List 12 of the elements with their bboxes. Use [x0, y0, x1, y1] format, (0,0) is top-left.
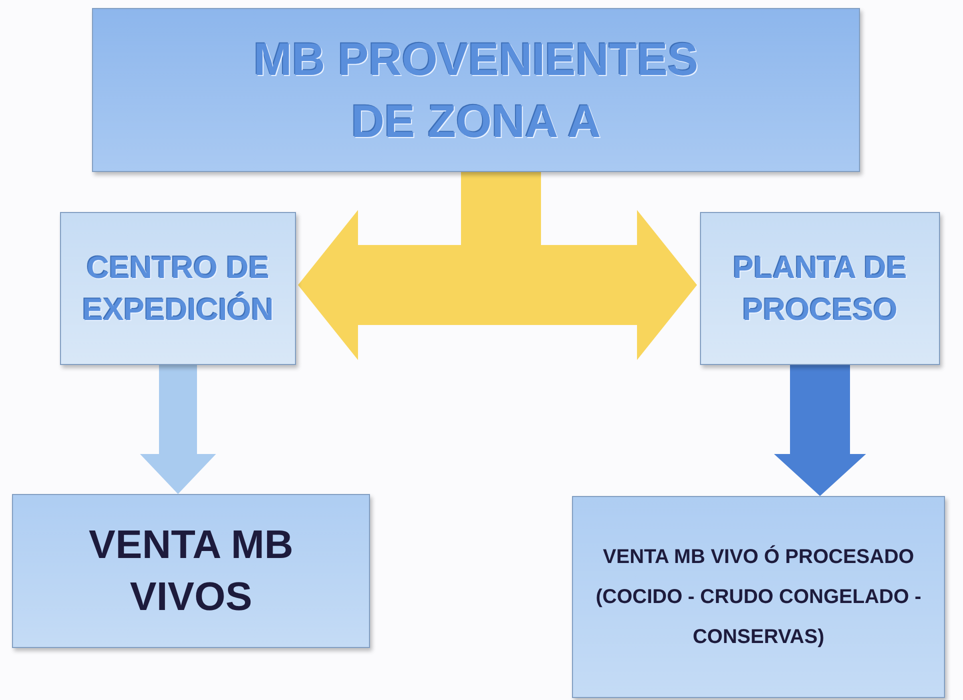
- box-label: VENTA MB VIVOS: [88, 522, 294, 621]
- block-arrow: [140, 365, 216, 494]
- box-label: VENTA MB VIVO Ó PROCESADO (COCIDO - CRUDO CONGELADO - CONSERVAS): [594, 544, 922, 650]
- box-label: PLANTA DE PROCESO: [732, 248, 908, 328]
- process-box: [700, 212, 940, 365]
- process-box: [92, 8, 860, 172]
- box-label: CENTRO DE EXPEDICIÓN: [81, 248, 275, 328]
- box-label: MB PROVENIENTES DE ZONA A: [252, 32, 700, 149]
- process-box: [12, 494, 370, 648]
- process-box: [60, 212, 296, 365]
- block-arrow: [774, 365, 866, 496]
- process-box: [572, 496, 945, 698]
